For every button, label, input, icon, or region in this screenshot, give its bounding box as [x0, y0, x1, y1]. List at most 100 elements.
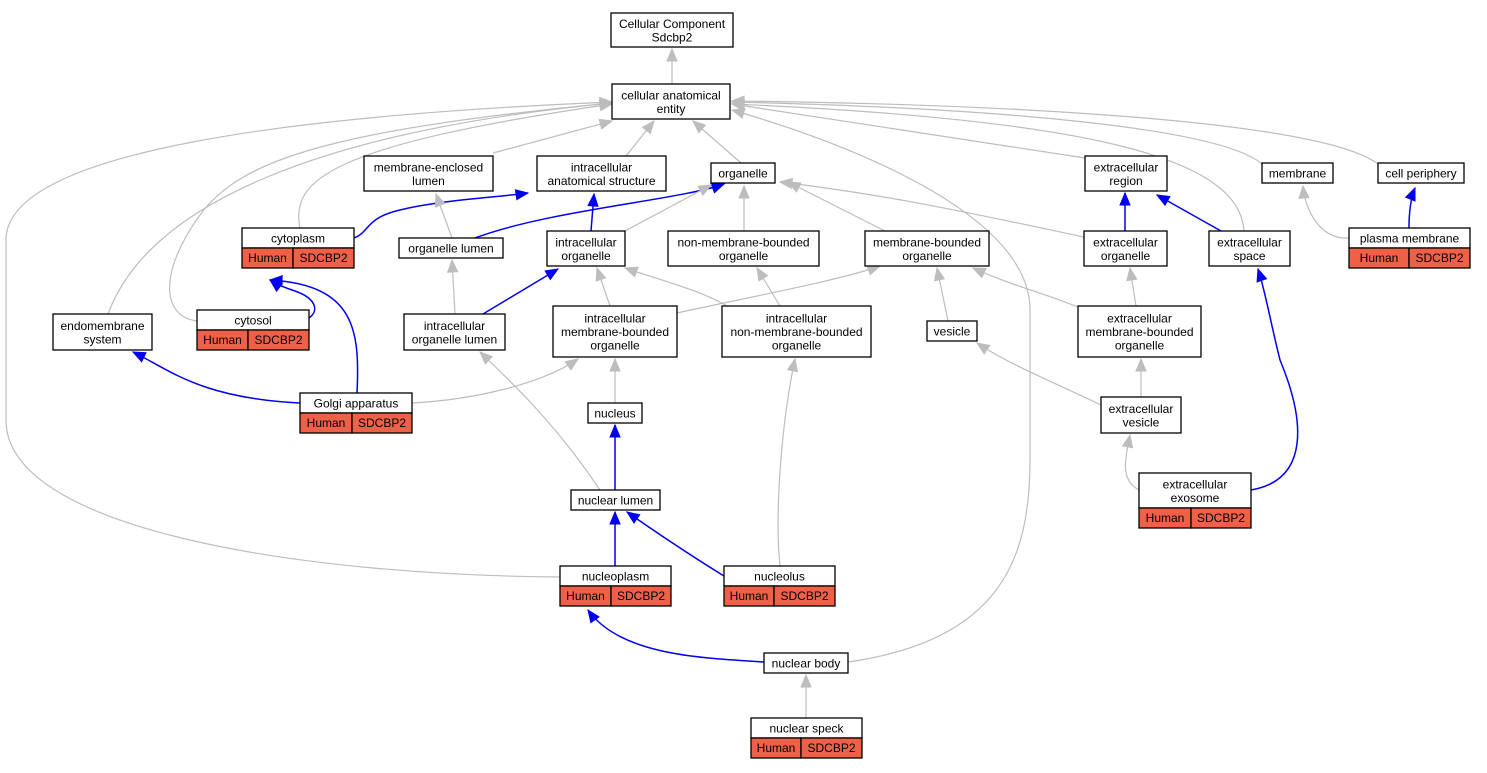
edge-cae-to-root	[666, 47, 678, 84]
edge-nbody-to-cae	[730, 107, 1031, 663]
arrowhead-icon	[738, 184, 750, 199]
node-label-line: membrane-enclosed	[374, 160, 483, 174]
arrowhead-icon	[446, 258, 459, 273]
node-box	[721, 305, 872, 358]
node-mem[interactable]: membrane	[1261, 162, 1334, 184]
node-box	[1083, 230, 1168, 267]
arrowhead-icon	[933, 266, 946, 282]
arrowhead-icon	[1256, 267, 1268, 283]
edge-line	[411, 358, 579, 404]
edge-mel-to-cae	[492, 118, 614, 154]
arrowhead-icon	[131, 351, 147, 363]
node-label-line: system	[83, 332, 121, 346]
annotation-gene-cell	[1408, 247, 1471, 269]
edge-line	[777, 358, 796, 567]
edge-line	[269, 279, 359, 394]
node-label-line: intracellular	[571, 160, 632, 174]
arrowhead-icon	[666, 47, 678, 62]
node-label-line: cytosol	[234, 314, 271, 328]
edge-line	[298, 103, 613, 229]
annotation-organism: Human	[248, 251, 287, 265]
node-label-line: membrane	[1269, 167, 1327, 181]
node-box	[926, 320, 978, 342]
edge-iorg-to-org	[624, 184, 713, 232]
node-box	[536, 155, 667, 192]
edge-nucleus-to-imbo	[609, 357, 621, 403]
edge-line	[731, 109, 1031, 663]
node-label-line: intracellular	[424, 319, 485, 333]
arrowhead-icon	[268, 274, 283, 287]
arrowhead-icon	[778, 177, 794, 190]
node-label-line: endomembrane	[60, 319, 144, 333]
annotation-gene-cell	[351, 412, 413, 434]
edge-nmbo-to-org	[738, 184, 750, 231]
node-label-line: vesicle	[1123, 415, 1160, 429]
edge-pm-to-cp	[1404, 186, 1416, 229]
arrowhead-icon	[609, 357, 621, 372]
node-inmbo[interactable]: intracellularnon-membrane-boundedorganel…	[721, 305, 872, 358]
node-label-line: organelle	[902, 249, 952, 263]
edge-exmbo-to-mbo	[971, 267, 1081, 309]
arrowhead-icon	[1298, 184, 1310, 199]
annotation-organism: Human	[203, 333, 242, 347]
node-nbody[interactable]: nuclear body	[763, 652, 849, 674]
arrowhead-icon	[625, 511, 641, 524]
annotation-gene-cell	[247, 329, 310, 351]
edge-ias-to-cae	[625, 119, 655, 157]
arrowhead-icon	[1404, 186, 1416, 202]
node-label-line: plasma membrane	[1360, 232, 1460, 246]
node-box	[398, 237, 504, 259]
edge-nbody-to-nucleoplasm	[587, 608, 765, 663]
annotation-gene: SDCBP2	[299, 251, 347, 265]
edge-exmbo-to-exorg	[1126, 266, 1138, 307]
node-label-line: membrane-bounded	[561, 325, 669, 339]
node-label-line: extracellular	[1163, 477, 1228, 491]
node-box	[1100, 396, 1182, 434]
node-label-line: non-membrane-bounded	[677, 235, 809, 249]
node-cp[interactable]: cell periphery	[1377, 162, 1465, 184]
node-label-line: extracellular	[1217, 235, 1282, 249]
edge-line	[626, 511, 725, 577]
node-orglum[interactable]: organelle lumen	[398, 237, 504, 259]
annotation-organism: Human	[566, 589, 605, 603]
arrowhead-icon	[479, 351, 494, 365]
node-nucleus[interactable]: nucleus	[587, 402, 643, 424]
arrowhead-icon	[609, 423, 621, 438]
arrowhead-icon	[710, 182, 726, 194]
edge-cytosol-to-cae	[169, 98, 614, 322]
node-org[interactable]: organelle	[710, 162, 776, 184]
edge-iol-to-orglum	[446, 258, 459, 315]
node-nuclum[interactable]: nuclear lumen	[570, 489, 661, 511]
node-box	[1084, 155, 1168, 192]
node-label-line: membrane-bounded	[1085, 325, 1193, 339]
edge-line	[779, 181, 1085, 238]
node-ves[interactable]: vesicle	[926, 320, 978, 342]
arrowhead-icon	[1126, 266, 1138, 282]
edge-pm-to-mem	[1298, 184, 1350, 239]
annotation-gene-cell	[773, 585, 836, 607]
node-label-line: organelle	[719, 249, 769, 263]
